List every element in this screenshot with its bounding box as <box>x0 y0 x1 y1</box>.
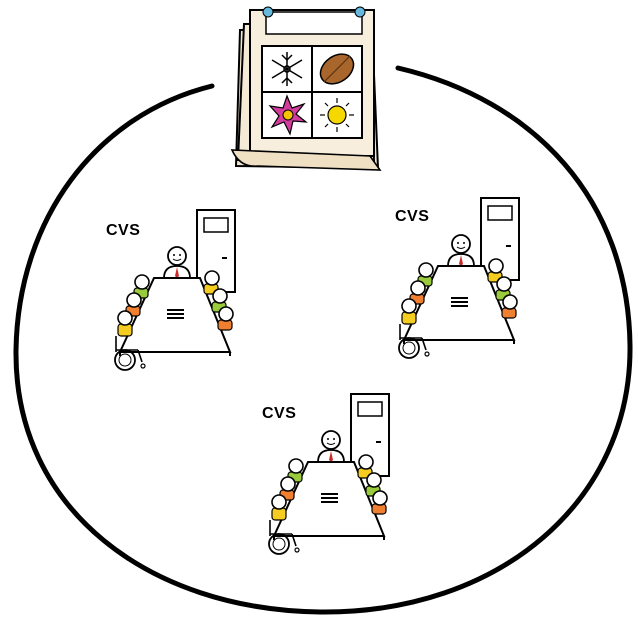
snowflake-icon <box>271 52 303 86</box>
meeting-label-bottom: CVS <box>262 405 297 422</box>
spring-flower-icon <box>268 94 308 136</box>
summer-sun-icon <box>320 98 354 132</box>
calendar-icon <box>230 6 382 171</box>
cycle-circle <box>13 65 633 615</box>
meeting-label-right: CVS <box>395 208 430 225</box>
meeting-label-left: CVS <box>106 222 141 239</box>
autumn-leaf-icon <box>319 53 355 85</box>
